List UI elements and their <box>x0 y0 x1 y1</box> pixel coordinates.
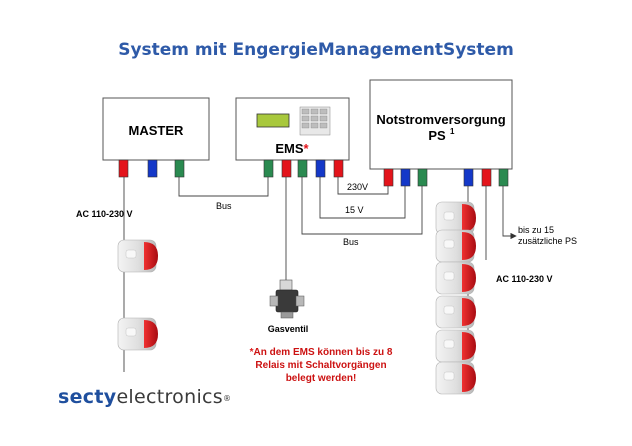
ps-label-line1: Notstromversorgung <box>376 112 505 127</box>
ems-relay-note: *An dem EMS können bis zu 8 Relais mit S… <box>236 346 406 385</box>
ps-label-superscript: 1 <box>450 127 455 136</box>
ps-terminal-green-1 <box>417 168 428 187</box>
extra-ps-arrow <box>502 186 517 240</box>
ems-terminal-red-2 <box>333 159 344 178</box>
page-title: System mit EngergieManagementSystem <box>118 40 514 60</box>
note-asterisk: * <box>249 347 254 358</box>
smoke-detector-icon <box>435 361 477 395</box>
ems-terminal-red-1 <box>281 159 292 178</box>
ps-terminal-green-2 <box>498 168 509 187</box>
logo-registered-mark: ® <box>222 394 232 403</box>
voltage-15v-label: 15 V <box>345 205 364 215</box>
extra-ps-label-line1: bis zu 15 <box>518 225 554 235</box>
smoke-detector-icon <box>435 201 477 235</box>
ps-terminal-blue-2 <box>463 168 474 187</box>
master-terminal-green <box>174 159 185 178</box>
master-terminal-blue <box>147 159 158 178</box>
ems-keypad-icon <box>299 106 331 136</box>
extra-ps-label-line2: zusätzliche PS <box>518 236 577 246</box>
ps-terminal-red-1 <box>383 168 394 187</box>
ems-lcd-display <box>256 113 290 128</box>
bus-wire-master-ems <box>178 177 269 197</box>
bus-wire-ems-ps <box>301 177 423 235</box>
logo-part-electronics: electronics <box>116 386 223 408</box>
smoke-detector-icon <box>435 229 477 263</box>
voltage-230v-label: 230V <box>347 182 368 192</box>
company-logo: sectyelectronics® <box>58 386 231 408</box>
smoke-detector-icon <box>435 261 477 295</box>
note-line1: An dem EMS können bis zu 8 <box>253 347 393 358</box>
ps-terminal-blue-1 <box>400 168 411 187</box>
gas-valve-label: Gasventil <box>268 324 309 334</box>
wire-15v <box>319 177 406 219</box>
master-label: MASTER <box>129 123 185 138</box>
logo-part-secty: secty <box>58 386 117 408</box>
note-line3: belegt werden! <box>285 373 357 384</box>
smoke-detector-icon <box>117 317 159 351</box>
master-box <box>102 97 210 161</box>
smoke-detector-icon <box>435 329 477 363</box>
smoke-detector-icon <box>117 239 159 273</box>
bus-label-bottom: Bus <box>343 237 359 247</box>
ems-terminal-blue <box>315 159 326 178</box>
ems-terminal-green-2 <box>297 159 308 178</box>
note-line2: Relais mit Schaltvorgängen <box>255 360 387 371</box>
ps-box <box>369 79 513 170</box>
ac-label-right: AC 110-230 V <box>496 274 553 284</box>
bus-label-top: Bus <box>216 201 232 211</box>
ps-label-line2: PS <box>428 128 446 143</box>
gas-valve-icon <box>269 279 305 319</box>
ems-terminal-green-1 <box>263 159 274 178</box>
ems-label: EMS* <box>275 141 309 156</box>
master-terminal-red <box>118 159 129 178</box>
wire-230v <box>337 177 389 195</box>
ps-terminal-red-2 <box>481 168 492 187</box>
ac-label-left: AC 110-230 V <box>76 209 133 219</box>
smoke-detector-icon <box>435 295 477 329</box>
